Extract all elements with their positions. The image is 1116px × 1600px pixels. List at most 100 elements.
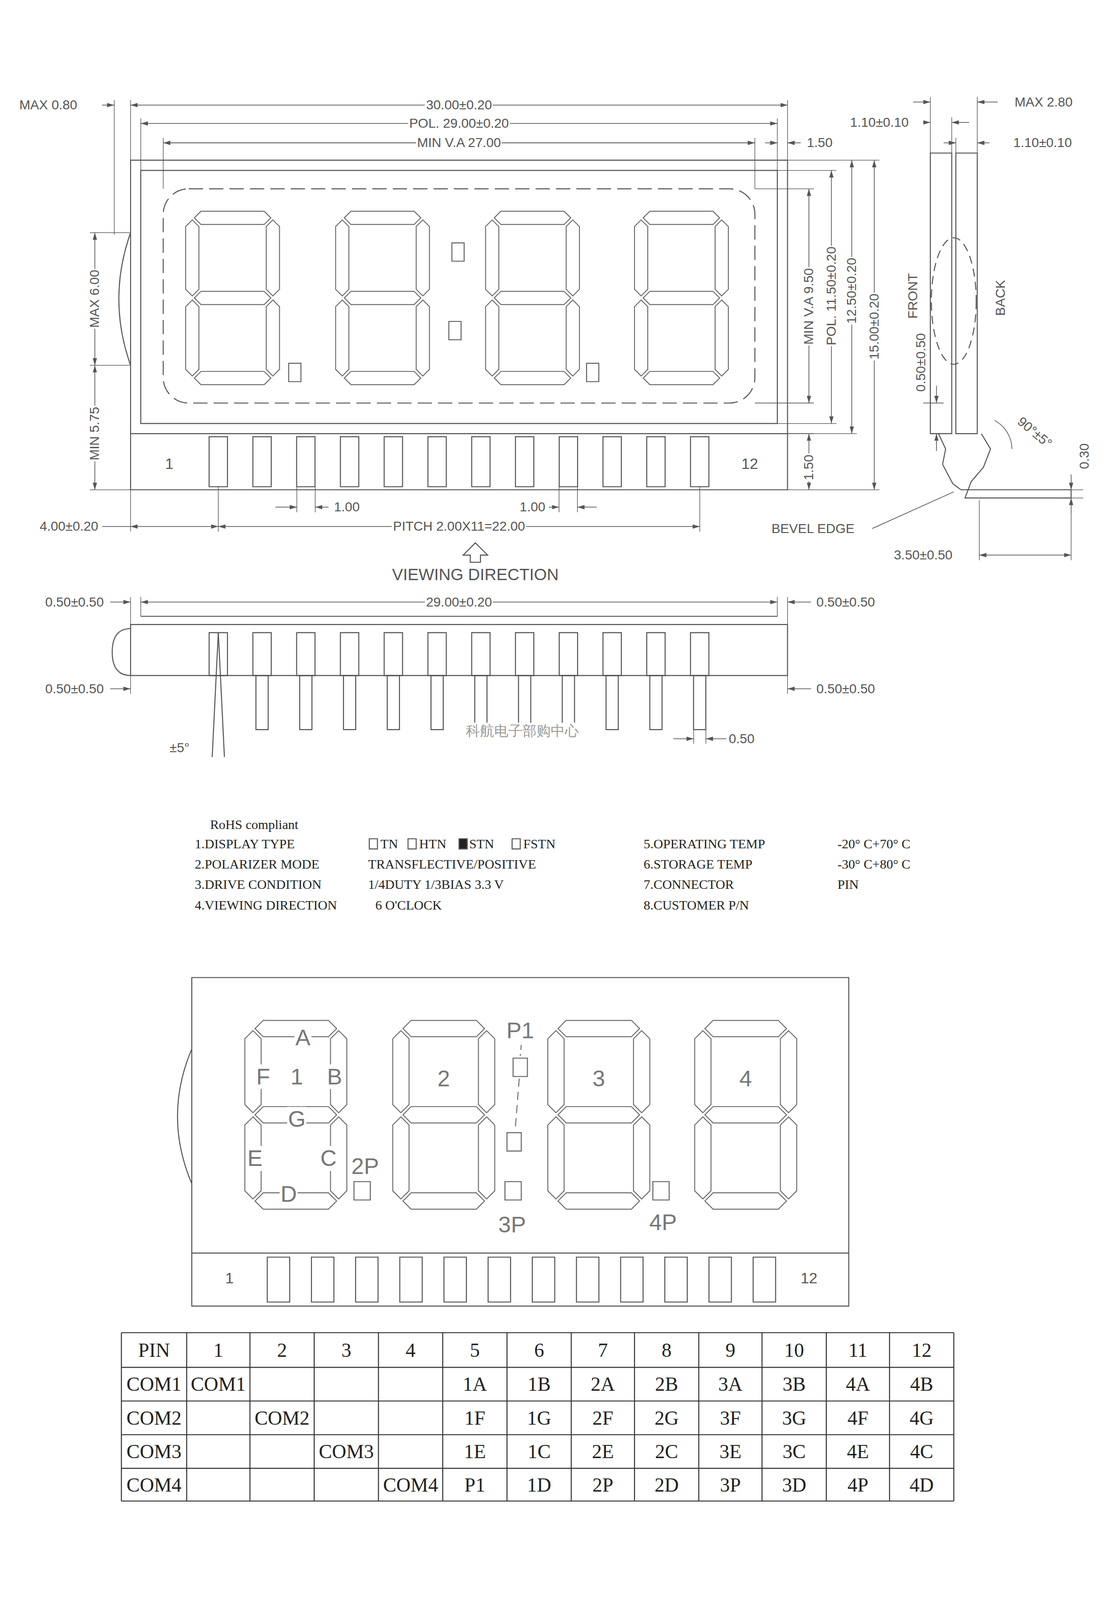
pin xyxy=(471,632,490,676)
table-rule xyxy=(888,1332,890,1501)
pin xyxy=(646,632,666,676)
table-cell: COM3 xyxy=(317,1440,375,1462)
dimension-arrow xyxy=(912,101,931,103)
extension-line xyxy=(754,402,815,404)
extension-line xyxy=(114,99,115,235)
viewing-arrow xyxy=(463,542,488,563)
dimension-line xyxy=(102,525,131,527)
dimension-label: 1.10±0.10 xyxy=(1012,135,1073,151)
extension-line xyxy=(1060,489,1084,490)
table-cell: 3C xyxy=(781,1440,807,1462)
pin xyxy=(559,436,578,487)
table-cell: 1F xyxy=(463,1406,487,1429)
extension-line xyxy=(89,364,131,366)
polarizer-outline xyxy=(140,170,778,424)
extension-line xyxy=(130,596,131,625)
lcd-digit xyxy=(704,1192,787,1209)
front-glass xyxy=(930,153,952,434)
table-cell: COM3 xyxy=(125,1440,183,1462)
lcd-digit xyxy=(335,300,349,376)
dimension-arrow xyxy=(1070,497,1072,514)
extension-line xyxy=(140,118,141,171)
table-rule xyxy=(506,1332,508,1501)
lcd-dot xyxy=(353,1181,371,1200)
pin xyxy=(355,1256,379,1302)
pin xyxy=(515,436,534,487)
dimension-label: MIN 5.75 xyxy=(87,406,103,462)
table-cell: COM1 xyxy=(189,1372,247,1395)
lcd-digit xyxy=(485,219,499,296)
seal-outline xyxy=(931,237,977,364)
lcd-digit xyxy=(478,1116,496,1199)
segment-label: 4P xyxy=(648,1209,678,1235)
lcd-dot xyxy=(451,242,465,261)
segment-label: C xyxy=(319,1145,338,1171)
table-cell: 3P xyxy=(718,1473,742,1496)
extension-line xyxy=(1070,513,1072,561)
extension-line xyxy=(787,489,880,490)
pin xyxy=(311,1256,334,1302)
spec-text: 1/4DUTY 1/3BIAS 3.3 V xyxy=(367,877,506,892)
dimension-label: 15.00±0.20 xyxy=(866,292,882,361)
lcd-dot xyxy=(448,321,462,340)
extension-line xyxy=(130,489,131,532)
table-rule xyxy=(249,1332,251,1501)
viewing-area xyxy=(162,188,755,404)
pin xyxy=(602,436,622,487)
dimension-label: 0.50±0.50 xyxy=(44,594,105,610)
pin xyxy=(267,1256,290,1302)
table-rule xyxy=(377,1332,379,1501)
pin-taper xyxy=(218,632,225,757)
segment-label: P1 xyxy=(505,1018,536,1043)
polarizer-edge xyxy=(140,615,778,617)
pin xyxy=(340,632,359,676)
pin xyxy=(474,675,488,730)
dimension-label: BEVEL EDGE xyxy=(770,521,856,536)
lcd-digit xyxy=(185,300,199,376)
table-rule xyxy=(121,1499,954,1501)
lcd-digit xyxy=(402,1019,485,1037)
segment-label: 4 xyxy=(738,1065,754,1091)
pin-side xyxy=(965,433,1072,498)
extension-line xyxy=(296,486,297,513)
pin xyxy=(488,1256,511,1302)
table-cell: 2F xyxy=(591,1406,615,1429)
table-rule xyxy=(825,1332,827,1501)
lcd-digit xyxy=(694,1116,712,1199)
pin xyxy=(664,1256,688,1302)
lcd-dot xyxy=(586,363,599,382)
spec-text: 3.DRIVE CONDITION xyxy=(193,877,323,892)
dimension-arrow xyxy=(102,104,115,106)
table-cell: 6 xyxy=(533,1338,546,1361)
table-rule xyxy=(121,1331,954,1333)
spec-text: 2.POLARIZER MODE xyxy=(193,856,320,872)
pin xyxy=(693,675,706,730)
dimension-label: 3.50±0.50 xyxy=(893,547,954,563)
pin-taper xyxy=(211,632,219,757)
table-cell: 9 xyxy=(724,1338,737,1361)
table-cell: 2 xyxy=(276,1338,288,1361)
table-cell: 4A xyxy=(844,1372,871,1395)
table-rule xyxy=(634,1332,636,1501)
segment-label: 3 xyxy=(591,1065,607,1091)
spec-text: 8.CUSTOMER P/N xyxy=(642,897,750,913)
pin xyxy=(252,436,272,487)
dimension-label: 4.00±0.20 xyxy=(38,519,99,534)
table-cell: 1E xyxy=(463,1440,488,1462)
table-cell: 2D xyxy=(653,1473,680,1496)
lcd-digit xyxy=(694,1030,712,1113)
spec-text: 5.OPERATING TEMP xyxy=(642,836,766,851)
pin xyxy=(252,632,272,676)
dimension-arrow xyxy=(936,385,937,403)
pin xyxy=(649,675,662,730)
table-cell: 3G xyxy=(781,1406,807,1429)
dimension-label: MAX 2.80 xyxy=(1013,94,1074,110)
dimension-arrow xyxy=(977,142,990,144)
pin-number: 1 xyxy=(224,1270,235,1287)
pin xyxy=(646,436,666,487)
lcd-dot xyxy=(513,1057,528,1076)
lcd-dot xyxy=(288,363,302,382)
dimension-label: POL. 29.00±0.20 xyxy=(408,116,511,131)
dimension-label: 1.00 xyxy=(333,499,361,515)
dimension-label: 90°±5° xyxy=(1013,413,1056,452)
